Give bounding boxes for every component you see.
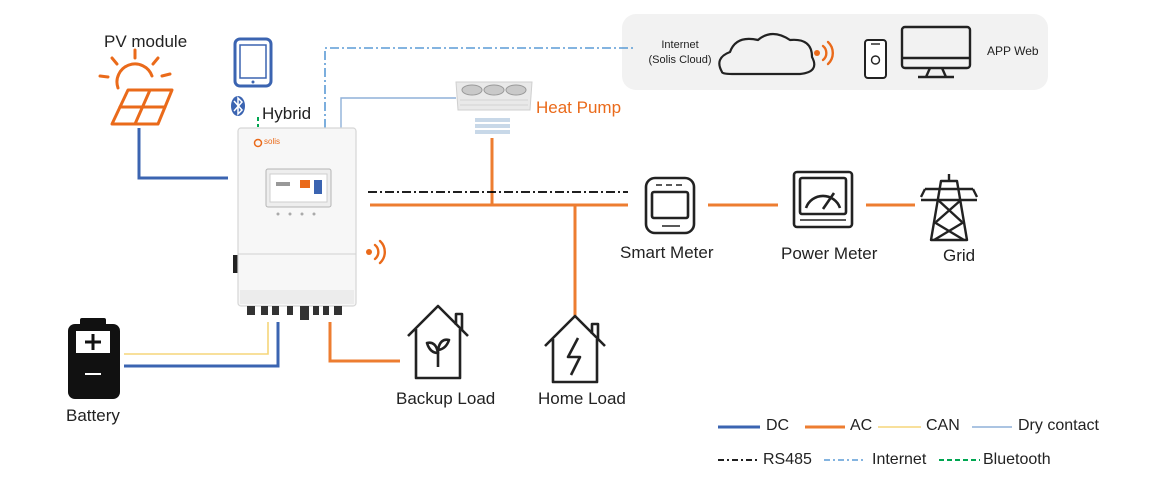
power-meter-icon [792,170,854,229]
internet-label: Internet (Solis Cloud) [642,38,718,68]
hybrid-inverter [233,127,357,320]
monitor-icon [900,25,972,79]
home-load-house-icon [544,314,606,384]
internet-label-line2: (Solis Cloud) [648,54,712,66]
smart-meter-label: Smart Meter [620,243,714,262]
legend-lines [718,425,1012,461]
phone-icon [864,39,887,79]
pv-dc-line [137,128,228,180]
inverter-brand-label: solis [264,137,281,146]
dry-contact-line [340,97,456,128]
tablet-icon [233,37,273,88]
hybrid-label: Hybrid [262,104,312,123]
can-line [124,322,269,355]
sun-solar-panel-icon [98,48,174,126]
bluetooth-icon [231,96,245,116]
legend-can: CAN [926,417,960,434]
cloud-panel [622,14,1048,90]
legend-dc: DC [766,417,790,434]
cloud-signal-icon [814,40,834,66]
app-web-label: APP Web [987,44,1039,58]
legend-ac: AC [850,417,873,434]
smart-meter-icon [644,176,696,235]
legend-internet: Internet [872,451,927,468]
legend-rs485: RS485 [763,451,812,468]
legend-bluetooth: Bluetooth [983,451,1051,468]
pv-module-label: PV module [104,32,188,51]
heat-pump-label: Heat Pump [536,98,622,117]
home-load-label: Home Load [538,389,626,408]
backup-load-label: Backup Load [396,389,496,408]
cloud-icon [718,32,816,76]
internet-label-line1: Internet [661,39,699,51]
wireless-signal-icon [366,239,386,265]
heat-pump-icon [455,81,533,134]
battery-dc-line [124,322,280,368]
battery-icon [68,318,120,399]
legend-dry-contact: Dry contact [1018,417,1099,434]
grid-tower-icon [919,174,979,242]
backup-ac-line [328,322,400,363]
grid-label: Grid [943,246,976,265]
internet-line [324,47,635,128]
battery-label: Battery [66,406,120,425]
backup-load-house-icon [407,304,469,380]
power-meter-label: Power Meter [781,244,878,263]
